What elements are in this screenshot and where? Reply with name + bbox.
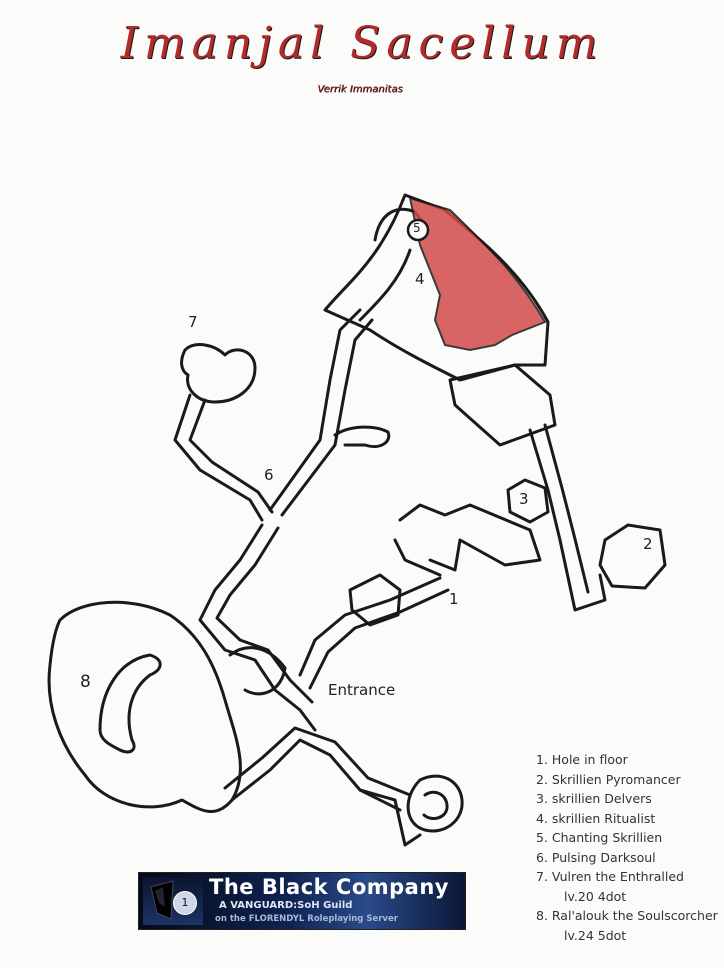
room-label-2: 2 — [643, 535, 653, 553]
guild-banner: 1 The Black Company A VANGUARD:SoH Guild… — [138, 872, 466, 930]
entrance-label: Entrance — [328, 681, 396, 699]
corridor-7-6 — [173, 393, 274, 522]
room-label-3: 3 — [519, 490, 529, 508]
legend-item-4: 4. skrillien Ritualist — [536, 810, 656, 826]
room-label-4: 4 — [415, 270, 425, 288]
room-4-red-highlight — [408, 196, 547, 352]
legend-item-7-level: lv.20 4dot — [564, 888, 627, 904]
map-legend: 1. Hole in floor 2. Skrillien Pyromancer… — [536, 750, 722, 945]
legend-item-5: 5. Chanting Skrillien — [536, 830, 663, 845]
corridor-trunk — [198, 523, 317, 732]
crest-badge: 1 — [173, 891, 197, 915]
eagle-crest-icon — [150, 880, 174, 920]
guild-tagline: A VANGUARD:SoH Guild — [219, 900, 353, 911]
corridor-central — [393, 503, 542, 577]
legend-item-2: 2. Skrillien Pyromancer — [536, 771, 681, 787]
corridor-4-2 — [528, 423, 607, 612]
chamber-near-entrance — [228, 646, 287, 696]
room-label-5: 5 — [413, 221, 421, 235]
room-4-inner — [358, 248, 412, 322]
side-chamber-6 — [333, 425, 391, 448]
room-1-hole-area — [348, 573, 402, 627]
guild-name: The Black Company — [209, 875, 449, 899]
room-4-lower-block — [448, 363, 557, 447]
room-8-inner-shape — [98, 653, 162, 754]
legend-item-7: 7. Vulren the Enthralled — [536, 869, 684, 884]
legend-item-8-level: lv.24 5dot — [564, 927, 627, 943]
guild-crest: 1 — [143, 877, 203, 925]
room-label-7: 7 — [188, 313, 198, 331]
room-3-chamber — [506, 478, 550, 524]
legend-item-6: 6. Pulsing Darksoul — [536, 849, 656, 865]
corridor-6-4 — [268, 308, 374, 517]
legend-item-8: 8. Ral'alouk the Soulscorcher — [536, 908, 718, 923]
legend-item-3: 3. skrillien Delvers — [536, 791, 652, 806]
map-title: Imanjal Sacellum — [120, 18, 604, 69]
room-4-outer — [323, 193, 550, 382]
room-5-marker — [406, 218, 430, 242]
corridor-to-entrance — [298, 576, 450, 690]
room-label-8: 8 — [80, 672, 91, 692]
room-7-chamber — [180, 343, 257, 404]
ring-room — [406, 774, 464, 833]
map-author: Verrik Immanitas — [317, 84, 403, 95]
room-label-6: 6 — [264, 466, 274, 484]
legend-item-1: 1. Hole in floor — [536, 752, 628, 767]
corridor-ring — [358, 788, 422, 847]
guild-server: on the FLORENDYL Roleplaying Server — [215, 914, 398, 924]
room-8-cavern — [47, 600, 242, 814]
room-label-1: 1 — [449, 590, 459, 608]
room-2-chamber — [598, 523, 667, 590]
ring-room-inner — [422, 790, 449, 820]
